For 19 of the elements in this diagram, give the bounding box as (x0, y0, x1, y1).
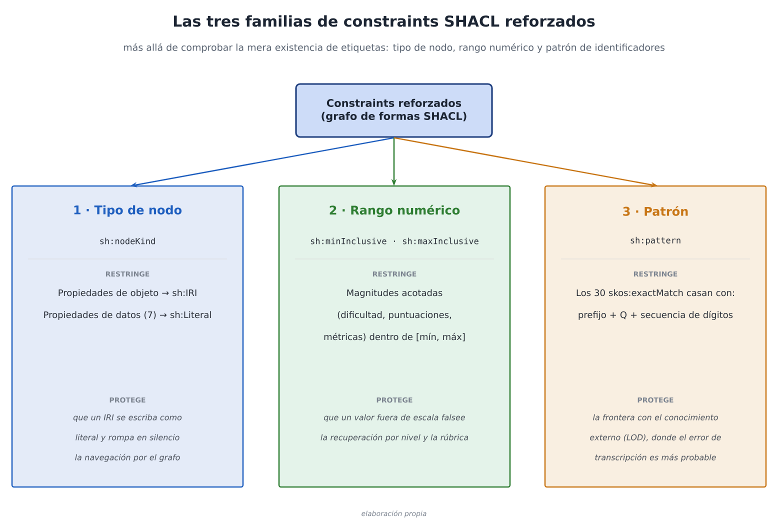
note-text: que un IRI se escriba como literal y rompa en silencio la navegación por el grafo (73, 414, 182, 462)
card (11, 185, 244, 488)
root-box: Constraints reforzados (grafo de formas SHACL) (295, 83, 493, 138)
card (278, 185, 511, 488)
body-text: Los 30 skos:exactMatch casan con: prefijo + Q + secuencia de dígitos (576, 289, 734, 320)
subtitle: más allá de comprobar la mera existencia de etiquetas: tipo de nodo, rango numérico y patrón de identificadores (124, 43, 665, 53)
body-text: Magnitudes acotadas (dificultad, puntuaciones, métricas) dentro de [mín, máx] (324, 289, 465, 342)
card-title: 3 · Patrón (623, 206, 688, 216)
code-label: sh:nodeKind (100, 238, 155, 244)
card-title: 1 · Tipo de nodo (74, 205, 182, 217)
card-title: 2 · Rango numérico (330, 204, 460, 218)
code-label: sh:minInclusive · sh:maxInclusive (310, 238, 478, 244)
body-text: Propiedades de datos (7) → sh:Literal (44, 311, 211, 320)
card (544, 185, 767, 488)
note-text: la frontera con el conocimiento externo (LOD), donde el error de transcripción es más probable (590, 414, 721, 462)
code-label: sh:pattern (630, 236, 680, 246)
body-text: Propiedades de objeto → sh:IRI (58, 289, 196, 298)
title: Las tres familias de constraints SHACL reforzados (174, 15, 595, 27)
note-text: que un valor fuera de escala falsee la recuperación por nivel y la rúbrica (320, 414, 468, 442)
